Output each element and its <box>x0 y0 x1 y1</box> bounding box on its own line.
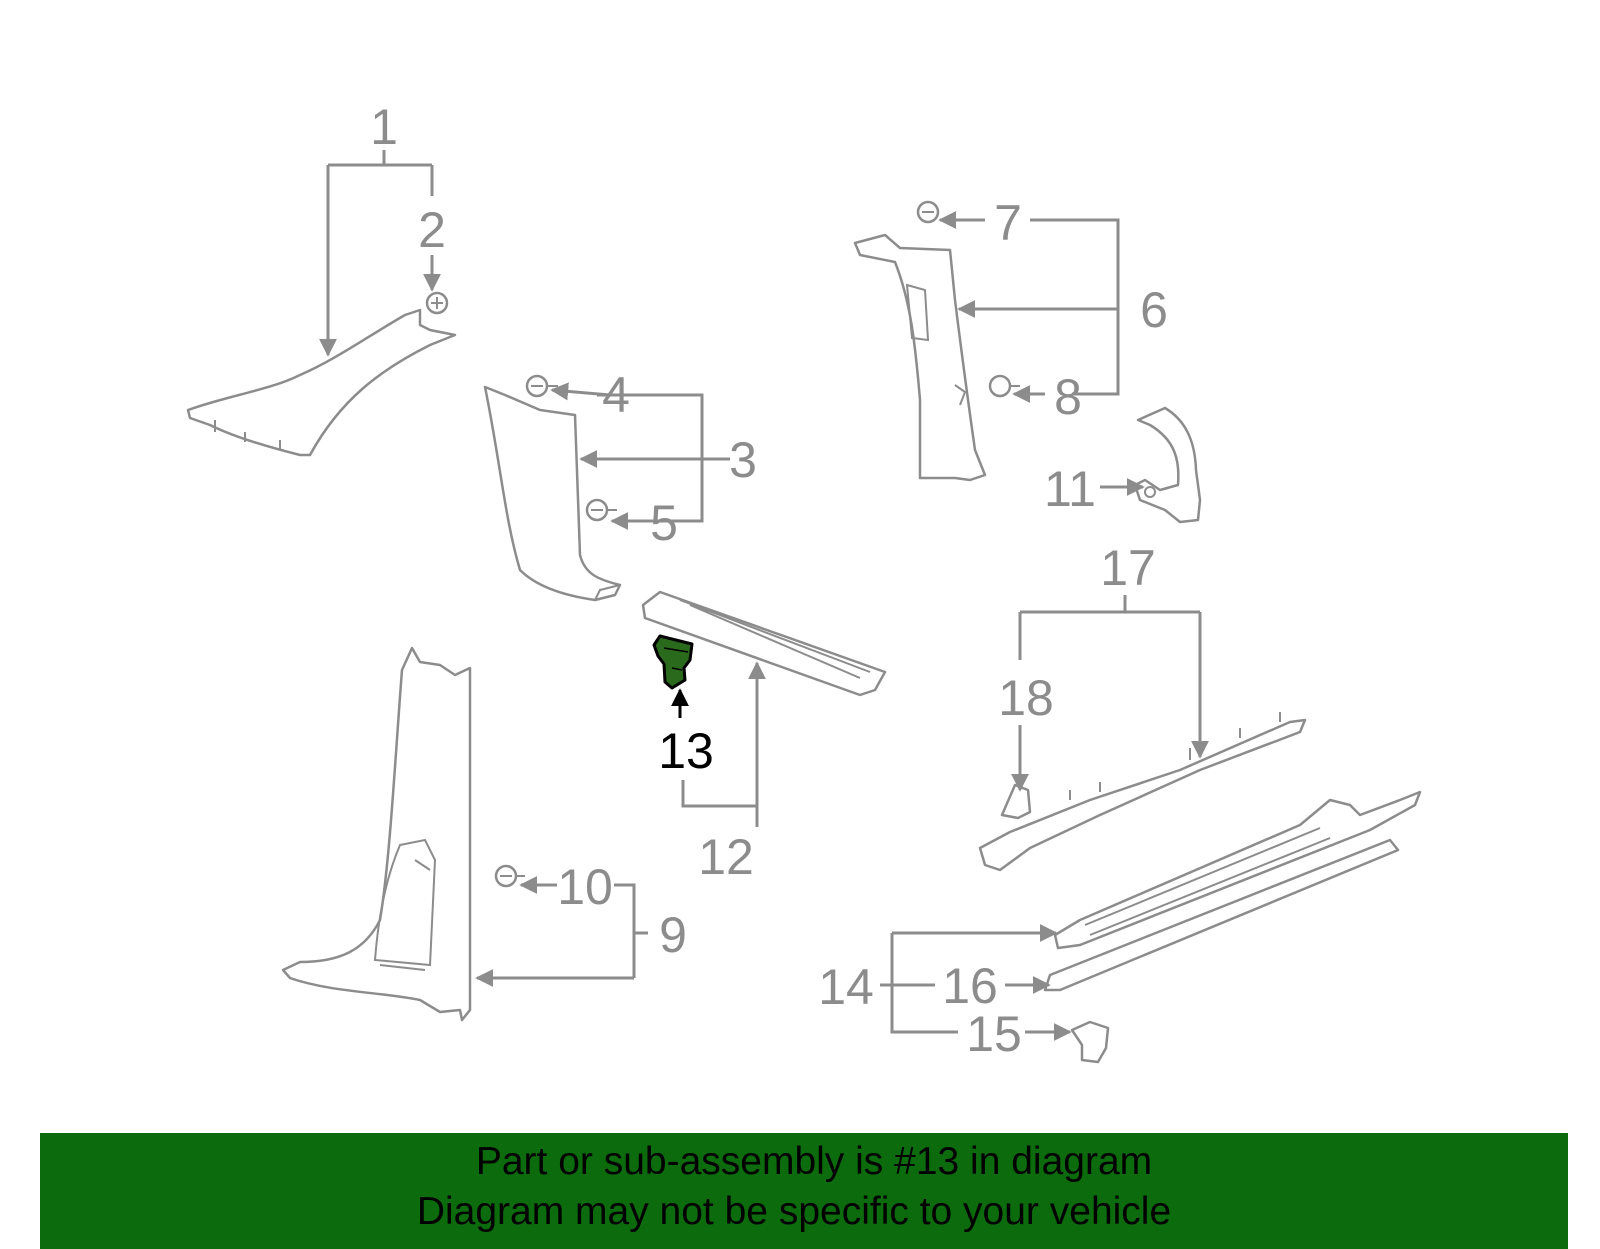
callout-14[interactable]: 14 <box>818 959 874 1015</box>
part-18-drawing[interactable] <box>1000 783 1032 820</box>
part-1-drawing[interactable] <box>186 308 457 457</box>
callout-1[interactable]: 1 <box>370 99 398 155</box>
part-11-drawing[interactable] <box>1133 406 1202 524</box>
part-5-drawing[interactable] <box>585 498 617 522</box>
part-8-drawing[interactable] <box>988 374 1020 398</box>
part-3-drawing[interactable] <box>483 385 622 602</box>
part-13-drawing[interactable] <box>652 634 694 690</box>
banner-disclaimer-text: Diagram may not be specific to your vehi… <box>416 1190 1172 1233</box>
part-2-drawing[interactable] <box>425 291 449 315</box>
part-17-drawing[interactable] <box>978 712 1307 872</box>
callout-7[interactable]: 7 <box>994 195 1022 251</box>
callout-2[interactable]: 2 <box>418 202 446 258</box>
part-4-drawing[interactable] <box>525 374 558 398</box>
callout-12[interactable]: 12 <box>698 829 754 885</box>
callout-6[interactable]: 6 <box>1140 282 1168 338</box>
callout-16[interactable]: 16 <box>942 958 998 1014</box>
callout-8[interactable]: 8 <box>1054 369 1082 425</box>
callout-17[interactable]: 17 <box>1100 540 1156 596</box>
callout-4[interactable]: 4 <box>602 367 630 423</box>
part-14-drawing[interactable] <box>1053 790 1422 950</box>
callout-11[interactable]: 11 <box>1044 461 1096 517</box>
part-15-drawing[interactable] <box>1070 1020 1110 1064</box>
callout-5[interactable]: 5 <box>650 495 678 551</box>
callout-15[interactable]: 15 <box>966 1006 1022 1062</box>
part-7-drawing[interactable] <box>916 200 940 224</box>
callout-3[interactable]: 3 <box>729 432 757 488</box>
callout-10[interactable]: 10 <box>557 859 613 915</box>
banner-part-text: Part or sub-assembly is #13 in diagram <box>475 1140 1153 1183</box>
callout-labels: 1 2 3 4 5 6 7 8 9 10 11 12 13 14 15 16 1… <box>370 99 1168 1062</box>
leader-lines <box>319 150 1209 1041</box>
part-9-drawing[interactable] <box>281 646 472 1022</box>
info-banner: Part or sub-assembly is #13 in diagram D… <box>40 1133 1568 1249</box>
part-12-drawing[interactable] <box>641 590 887 697</box>
callout-13[interactable]: 13 <box>658 723 714 779</box>
callout-9[interactable]: 9 <box>659 907 687 963</box>
callout-18[interactable]: 18 <box>998 670 1054 726</box>
part-6-drawing[interactable] <box>853 233 987 482</box>
part-10-drawing[interactable] <box>494 864 525 888</box>
